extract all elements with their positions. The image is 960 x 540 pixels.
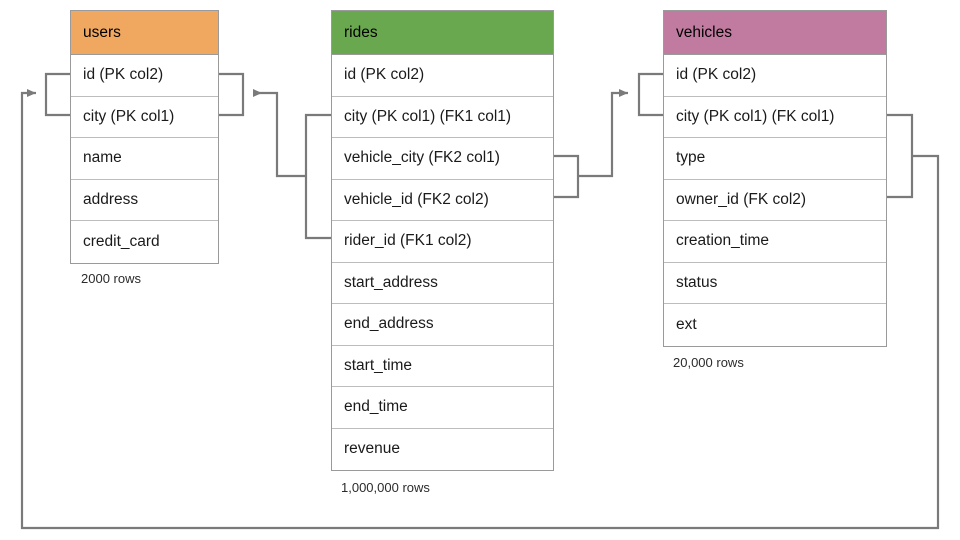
column-label: status <box>676 273 718 291</box>
wire-rides-fk2-to-vehicles <box>578 89 628 178</box>
column-label: vehicle_city (FK2 col1) <box>344 149 500 167</box>
column-label: end_time <box>344 398 408 416</box>
table-vehicles-header: vehicles <box>664 11 886 55</box>
column-label: city (PK col1) (FK1 col1) <box>344 107 512 125</box>
table-vehicles-column-type[interactable]: type <box>664 138 886 180</box>
table-vehicles-title: vehicles <box>676 23 732 41</box>
table-rides-column-end-address[interactable]: end_address <box>332 304 553 346</box>
wire-users-right-bracket <box>219 72 245 117</box>
table-rides-column-end-time[interactable]: end_time <box>332 387 553 429</box>
wire-vehicles-left-bracket <box>637 72 663 117</box>
table-rides-column-id[interactable]: id (PK col2) <box>332 55 553 97</box>
table-users[interactable]: users id (PK col2) city (PK col1) name a… <box>70 10 219 264</box>
wire-rides-right-bracket <box>554 154 580 199</box>
column-label: id (PK col2) <box>344 66 425 84</box>
column-label: creation_time <box>676 232 770 250</box>
table-users-row-count: 2000 rows <box>81 271 141 286</box>
column-label: city (PK col1) <box>83 107 175 125</box>
column-label: end_address <box>344 315 434 333</box>
table-rides-column-revenue[interactable]: revenue <box>332 429 553 471</box>
column-label: rider_id (FK1 col2) <box>344 232 472 250</box>
table-vehicles-column-id[interactable]: id (PK col2) <box>664 55 886 97</box>
table-rides-column-vehicle-id[interactable]: vehicle_id (FK2 col2) <box>332 180 553 221</box>
table-users-column-address[interactable]: address <box>71 180 218 221</box>
table-rides-row-count: 1,000,000 rows <box>341 480 430 495</box>
table-rides-column-rider-id[interactable]: rider_id (FK1 col2) <box>332 221 553 263</box>
table-rides-column-start-time[interactable]: start_time <box>332 346 553 387</box>
table-vehicles-column-status[interactable]: status <box>664 263 886 304</box>
table-vehicles-column-owner-id[interactable]: owner_id (FK col2) <box>664 180 886 221</box>
wire-rides-left-bracket <box>304 113 331 240</box>
table-rides-header: rides <box>332 11 553 55</box>
table-users-column-credit-card[interactable]: credit_card <box>71 221 218 263</box>
column-label: owner_id (FK col2) <box>676 190 807 208</box>
table-vehicles-column-city[interactable]: city (PK col1) (FK col1) <box>664 97 886 138</box>
table-vehicles[interactable]: vehicles id (PK col2) city (PK col1) (FK… <box>663 10 887 347</box>
table-vehicles-row-count: 20,000 rows <box>673 355 744 370</box>
table-rides-title: rides <box>344 23 378 41</box>
table-users-title: users <box>83 23 121 41</box>
table-rides-column-vehicle-city[interactable]: vehicle_city (FK2 col1) <box>332 138 553 180</box>
column-label: name <box>83 149 122 167</box>
wire-rides-fk1-to-users <box>253 89 306 178</box>
wire-vehicles-right-bracket <box>887 113 914 199</box>
column-label: vehicle_id (FK2 col2) <box>344 190 489 208</box>
table-users-column-name[interactable]: name <box>71 138 218 180</box>
table-rides-column-start-address[interactable]: start_address <box>332 263 553 304</box>
column-label: revenue <box>344 440 401 458</box>
column-label: start_time <box>344 356 413 374</box>
table-vehicles-column-creation-time[interactable]: creation_time <box>664 221 886 263</box>
table-users-header: users <box>71 11 218 55</box>
column-label: credit_card <box>83 232 160 250</box>
table-vehicles-column-ext[interactable]: ext <box>664 304 886 346</box>
table-users-column-id[interactable]: id (PK col2) <box>71 55 218 97</box>
column-label: type <box>676 149 706 167</box>
column-label: id (PK col2) <box>676 66 757 84</box>
column-label: ext <box>676 315 697 333</box>
table-rides-column-city[interactable]: city (PK col1) (FK1 col1) <box>332 97 553 138</box>
column-label: start_address <box>344 273 438 291</box>
column-label: city (PK col1) (FK col1) <box>676 107 835 125</box>
column-label: id (PK col2) <box>83 66 164 84</box>
wire-users-left-bracket <box>44 72 70 117</box>
table-users-column-city[interactable]: city (PK col1) <box>71 97 218 138</box>
column-label: address <box>83 190 139 208</box>
table-rides[interactable]: rides id (PK col2) city (PK col1) (FK1 c… <box>331 10 554 471</box>
